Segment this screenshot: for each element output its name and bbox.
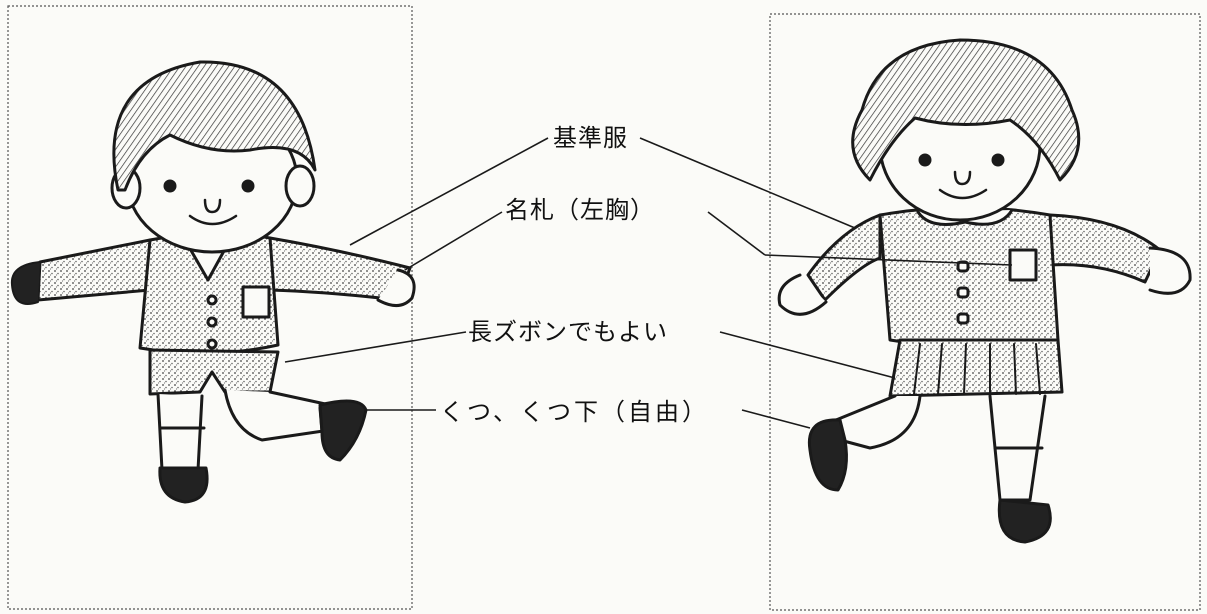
girl-frame <box>769 13 1201 611</box>
leader-uniform-left <box>349 137 549 246</box>
boy-frame <box>7 5 413 610</box>
leader-nametag-right <box>707 211 766 256</box>
leader-nametag-left <box>404 211 503 271</box>
shoes-socks-label: くつ、くつ下（自由） <box>440 398 710 426</box>
boy-figure <box>10 60 416 504</box>
leader-lines <box>284 137 1013 429</box>
leader-shoes-right <box>741 409 811 429</box>
leader-pants-right <box>719 331 896 379</box>
girl-figure <box>777 38 1192 544</box>
leader-nametag-right-b <box>764 254 1013 266</box>
leader-pants-left <box>284 331 467 363</box>
leader-uniform-right <box>639 137 856 229</box>
name-tag-label: 名札（左胸） <box>505 196 655 224</box>
uniform-label: 基準服 <box>553 124 628 152</box>
long-pants-label: 長ズボンでもよい <box>468 318 668 346</box>
